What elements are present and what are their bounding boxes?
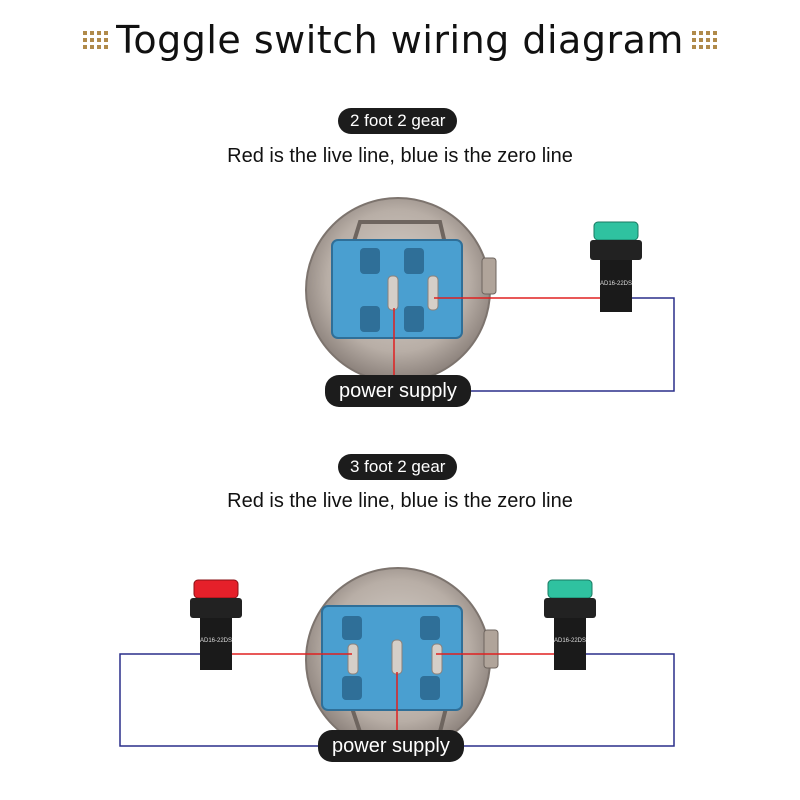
svg-text:AD16-22DS: AD16-22DS — [600, 281, 632, 287]
section2-heading: 3 foot 2 gear — [338, 454, 458, 480]
switch-3-foot — [305, 567, 499, 753]
neutral-wire-right — [462, 653, 675, 747]
page-title: Toggle switch wiring diagram — [116, 18, 684, 62]
neutral-wire-left — [119, 653, 330, 747]
svg-text:AD16-22DS: AD16-22DS — [554, 638, 586, 644]
title-row: Toggle switch wiring diagram — [0, 18, 800, 62]
section1-heading: 2 foot 2 gear — [338, 108, 458, 134]
title-decor-right — [692, 31, 718, 49]
neutral-wire-1 — [470, 297, 675, 392]
title-decor-left — [82, 31, 108, 49]
indicator-lamp-green-1: AD16-22DS — [590, 221, 642, 312]
indicator-lamp-red: AD16-22DS — [190, 579, 242, 670]
section2-power-supply-label: power supply — [318, 730, 464, 762]
section1-power-supply-label: power supply — [325, 375, 471, 407]
svg-text:AD16-22DS: AD16-22DS — [200, 638, 232, 644]
section1-note: Red is the live line, blue is the zero l… — [227, 145, 573, 167]
switch-2-foot — [305, 197, 497, 383]
section2-note: Red is the live line, blue is the zero l… — [227, 490, 573, 512]
indicator-lamp-green-2: AD16-22DS — [544, 579, 596, 670]
